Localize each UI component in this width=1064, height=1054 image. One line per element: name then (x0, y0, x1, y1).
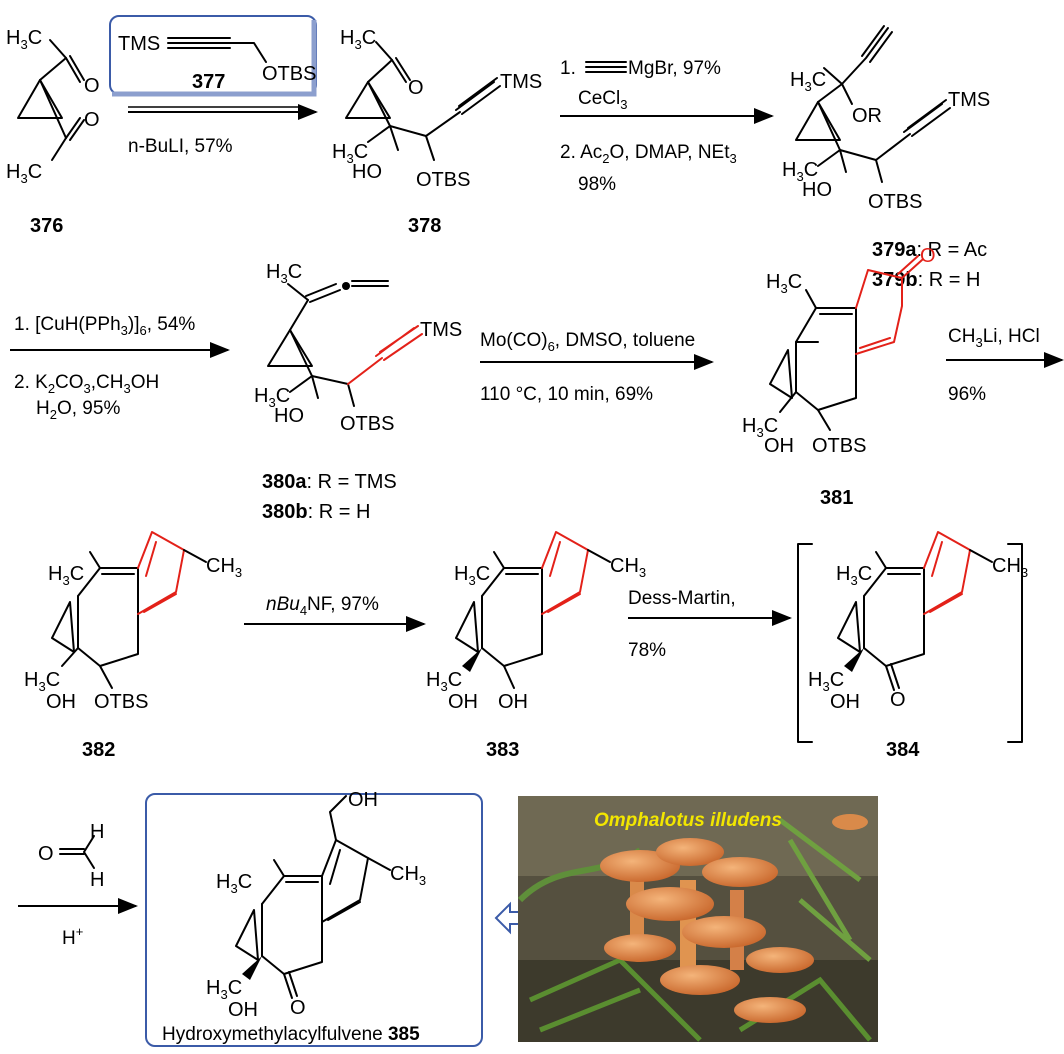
final-product-box (145, 793, 483, 1047)
svg-text:CeCl3: CeCl3 (578, 88, 627, 112)
svg-text:H: H (90, 869, 104, 891)
svg-text:H3C: H3C (426, 669, 462, 694)
compound-384-structure: H3C CH3 H3C OH O (808, 531, 1028, 713)
svg-text:OTBS: OTBS (812, 435, 866, 457)
svg-text:OH: OH (498, 691, 528, 713)
reagent-377-box: TMS OTBS 377 (109, 15, 317, 97)
step2-grignard: MgBr, 97% (628, 58, 721, 79)
svg-text:HO: HO (274, 405, 304, 427)
step5-line2: 96% (948, 384, 986, 405)
svg-text:O: O (38, 843, 54, 865)
svg-text:CH3: CH3 (610, 555, 646, 580)
step5-line1: CH3Li, HCl (948, 326, 1040, 350)
svg-text:OH: OH (228, 999, 258, 1021)
svg-text:CH3: CH3 (206, 555, 242, 580)
svg-text:TMS: TMS (500, 71, 542, 93)
compound-label-379a: 379a: R = Ac (872, 239, 987, 261)
svg-text:HO: HO (802, 179, 832, 201)
final-product-name: Hydroxymethylacylfulvene 385 (162, 1024, 420, 1045)
step8-acid: H+ (62, 924, 83, 949)
compound-label-378: 378 (408, 215, 441, 237)
compound-385-structure: OH H3C CH3 H3C OH O (206, 789, 426, 1021)
svg-text:H3C: H3C (266, 261, 302, 286)
svg-text:TMS: TMS (948, 89, 990, 111)
svg-text:2. Ac2O, DMAP, NEt3: 2. Ac2O, DMAP, NEt3 (560, 142, 737, 166)
step4-line2: 110 °C, 10 min, 69% (480, 384, 653, 405)
svg-text:OH: OH (830, 691, 860, 713)
compound-label-381: 381 (820, 487, 853, 509)
compound-376-structure: H3C O O H3C (6, 27, 100, 186)
mushroom-photo (517, 796, 878, 1042)
svg-text:OTBS: OTBS (868, 191, 922, 213)
svg-text:HO: HO (352, 161, 382, 183)
compound-label-382: 382 (82, 739, 115, 761)
svg-text:OH: OH (764, 435, 794, 457)
compound-379-structure: H3C OR TMS H3C HO OTBS (782, 25, 990, 213)
svg-text:H3C: H3C (340, 27, 376, 52)
step1-conditions: n-BuLI, 57% (128, 136, 233, 157)
svg-text:H3C: H3C (206, 977, 242, 1002)
tms-label: TMS (118, 33, 160, 55)
svg-text:O: O (890, 689, 906, 711)
compound-383-structure: H3C CH3 H3C OH OH (426, 531, 646, 713)
svg-text:TMS: TMS (420, 319, 462, 341)
svg-text:O: O (84, 109, 100, 131)
otbs-label: OTBS (262, 63, 316, 85)
step7-line2: 78% (628, 640, 666, 661)
svg-text:OH: OH (46, 691, 76, 713)
compound-382-structure: H3C CH3 H3C OH OTBS (24, 531, 242, 713)
step6-line1: nBu4NF, 97% (266, 594, 379, 618)
compound-label-377: 377 (192, 71, 225, 93)
svg-text:H3C: H3C (790, 69, 826, 94)
compound-378-structure: H3C O TMS H3C HO OTBS (332, 27, 542, 191)
compound-label-383: 383 (486, 739, 519, 761)
compound-label-376: 376 (30, 215, 63, 237)
svg-text:OR: OR (852, 105, 882, 127)
photo-caption: Omphalotus illudens (594, 810, 782, 831)
step3-line3: H2O, 95% (36, 398, 120, 422)
compound-label-380b: 380b: R = H (262, 501, 370, 523)
compound-label-379b: 379b: R = H (872, 269, 980, 291)
left-bracket (797, 543, 813, 743)
step3-line2: 2. K2CO3,CH3OH (14, 372, 159, 396)
svg-text:OH: OH (348, 789, 378, 811)
svg-text:OH: OH (448, 691, 478, 713)
svg-text:H3C: H3C (836, 563, 872, 588)
svg-text:H: H (90, 821, 104, 843)
compound-381-structure: H3C O H3C OH OTBS (742, 245, 936, 457)
right-bracket (1007, 543, 1023, 743)
step4-line1: Mo(CO)6, DMSO, toluene (480, 330, 695, 354)
formaldehyde-reagent: O H H (38, 821, 104, 891)
svg-text:OTBS: OTBS (94, 691, 148, 713)
svg-text:H3C: H3C (454, 563, 490, 588)
svg-text:OTBS: OTBS (340, 413, 394, 435)
svg-text:O: O (920, 245, 936, 267)
svg-text:O: O (290, 997, 306, 1019)
svg-text:H3C: H3C (6, 27, 42, 52)
compound-380-structure: H3C TMS H3C HO OTBS (254, 261, 462, 435)
svg-text:O: O (408, 77, 424, 99)
svg-text:OTBS: OTBS (416, 169, 470, 191)
svg-text:H3C: H3C (48, 563, 84, 588)
svg-text:H3C: H3C (6, 161, 42, 186)
step7-line1: Dess-Martin, (628, 588, 736, 609)
svg-text:H3C: H3C (766, 271, 802, 296)
step2-yield: 98% (578, 174, 616, 195)
svg-text:1.: 1. (560, 58, 576, 79)
compound-label-380a: 380a: R = TMS (262, 471, 397, 493)
svg-text:O: O (84, 75, 100, 97)
compound-label-384: 384 (886, 739, 920, 761)
step3-line1: 1. [CuH(PPh3)]6, 54% (14, 314, 195, 338)
